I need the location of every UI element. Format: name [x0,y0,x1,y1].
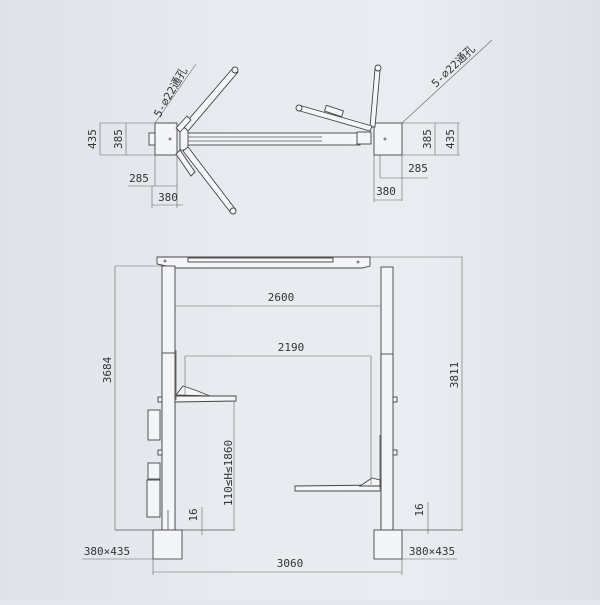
left-motor-top [148,132,156,146]
left-foot [152,529,183,560]
right-lift-arm [294,435,382,492]
lift-range-label: 110≤H≤1860 [222,440,235,506]
front-view: 3684 3811 2600 2190 110≤H≤1860 16 16 380… [82,256,463,575]
dim-3811: 3811 [448,362,461,389]
left-lift-arm [174,350,237,403]
right-foot [373,529,403,560]
left-hole-note: 5-∅22通孔 [151,65,190,119]
left-dim-285: 285 [129,172,149,185]
left-dim-435: 435 [86,129,99,149]
left-arms-top [175,66,239,215]
pump-unit [146,479,161,518]
left-top-dimensions: 435 385 285 380 5-∅22通孔 [86,63,197,208]
right-dim-16: 16 [413,503,426,516]
left-dim-380: 380 [158,191,178,204]
right-hole-note: 5-∅22通孔 [429,43,478,91]
left-base-size: 380×435 [84,545,130,558]
right-base-size: 380×435 [409,545,455,558]
top-view: 435 385 285 380 5-∅22通孔 385 435 285 [86,39,493,215]
dim-2190: 2190 [278,341,305,354]
dim-3060: 3060 [277,557,304,570]
right-dim-380: 380 [376,185,396,198]
left-base-plate [154,122,178,156]
left-dim-385: 385 [112,129,125,149]
right-dim-385: 385 [421,129,434,149]
right-dim-285: 285 [408,162,428,175]
top-beam [182,132,361,146]
right-base-plate [373,122,403,156]
right-arms-top [295,64,382,145]
motor-box [147,409,161,441]
right-dim-435: 435 [444,129,457,149]
dim-2600: 2600 [268,291,295,304]
left-dim-16: 16 [187,508,200,521]
right-top-dimensions: 385 435 285 380 5-∅22通孔 [373,39,493,202]
dim-3684: 3684 [101,356,114,383]
